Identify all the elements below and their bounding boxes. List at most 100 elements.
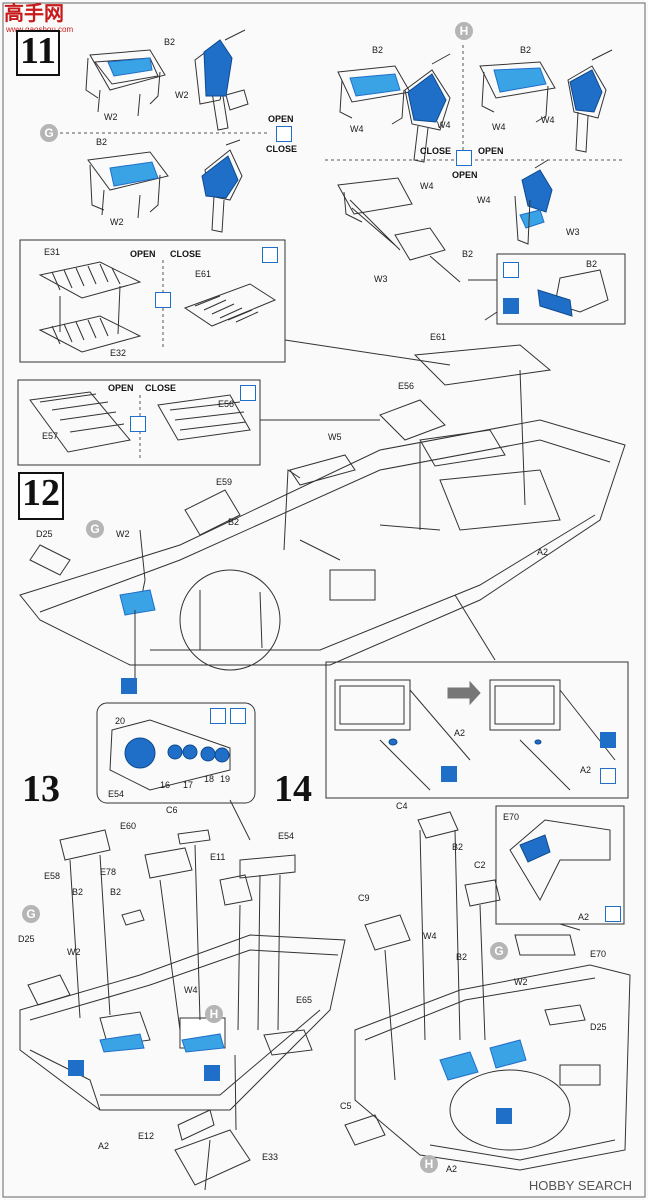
part-d25 [29, 544, 71, 576]
rails-e56 [157, 394, 251, 441]
open-close-icon [155, 292, 171, 308]
open-label: OPEN [478, 146, 504, 156]
hatch-w4-open-right [479, 61, 556, 123]
part-label-w5: W5 [328, 432, 342, 442]
part-label-a2: A2 [537, 547, 549, 557]
tracks-e61 [183, 283, 277, 327]
part-label-e78: E78 [100, 867, 117, 877]
step-number-14: 14 [274, 768, 312, 810]
tracks-e31 [38, 261, 142, 299]
part-label-d25: D25 [36, 529, 53, 539]
open-label: OPEN [452, 170, 478, 180]
hull-step14 [354, 964, 631, 1171]
hull-step12 [19, 419, 626, 671]
rails-e57 [29, 391, 131, 453]
close-label: CLOSE [170, 249, 202, 259]
open-close-icon [276, 126, 292, 142]
part-label-e59: E59 [216, 477, 233, 487]
part-label-a2: A2 [446, 1164, 458, 1174]
part-d25-13 [27, 974, 71, 1006]
site-logo-text: 高手网 [4, 3, 64, 25]
part-label-c5: C5 [340, 1101, 352, 1111]
part-label-d25: D25 [18, 934, 35, 944]
part-label-e31: E31 [44, 247, 61, 257]
part-label-w4: W4 [492, 122, 506, 132]
part-label-w3: W3 [566, 227, 580, 237]
part-label-e12: E12 [138, 1131, 155, 1141]
glue-icon [204, 1065, 220, 1081]
detail-number: 20 [115, 716, 126, 726]
part-e12 [177, 1109, 215, 1141]
part-label-w4: W4 [350, 124, 364, 134]
glue-icon [68, 1060, 84, 1076]
part-label-b2: B2 [228, 517, 240, 527]
part-c9 [364, 914, 411, 951]
part-label-w2: W2 [175, 90, 189, 100]
part-label-e61: E61 [195, 269, 212, 279]
part-label-c4: C4 [396, 801, 408, 811]
close-label: CLOSE [145, 383, 177, 393]
part-label-w2: W2 [514, 977, 528, 987]
paint-brush-icon [240, 385, 256, 401]
part-e11 [219, 874, 253, 906]
part-c4 [417, 811, 459, 839]
part-label-w2: W2 [116, 529, 130, 539]
clear-part-icon [600, 732, 616, 748]
open-label: OPEN [108, 383, 134, 393]
part-label-w4: W4 [437, 120, 451, 130]
part-label-b2: B2 [456, 952, 468, 962]
cement-icon [503, 298, 519, 314]
detail-number: 17 [183, 780, 194, 790]
paint-brush-icon [230, 708, 246, 724]
part-e54-dials [239, 854, 296, 879]
marker-g: G [22, 905, 40, 923]
part-e56-plate [379, 399, 446, 441]
open-close-icon [456, 150, 472, 166]
part-label-w2: W2 [67, 947, 81, 957]
part-c2 [464, 879, 501, 907]
part-label-e54: E54 [108, 789, 125, 799]
marker-g: G [490, 942, 508, 960]
hatch-w4-closed-left [337, 65, 411, 125]
hatch-w4-w3-assembly [337, 177, 461, 283]
part-label-w4: W4 [420, 181, 434, 191]
paint-brush-icon [503, 262, 519, 278]
close-label: CLOSE [420, 146, 452, 156]
detail-number: 19 [220, 774, 231, 784]
part-label-e61: E61 [430, 332, 447, 342]
part-label-e57: E57 [42, 431, 59, 441]
marker-h: H [205, 1005, 223, 1023]
part-label-w4: W4 [541, 115, 555, 125]
site-logo: 高手网 [4, 4, 64, 24]
part-e65 [263, 1029, 313, 1056]
part-label-e65: E65 [296, 995, 313, 1005]
hatch-w4-side-left [404, 53, 451, 163]
part-label-b2: B2 [96, 137, 108, 147]
part-label-w4: W4 [477, 195, 491, 205]
marker-g: G [40, 124, 58, 142]
part-label-e60: E60 [120, 821, 137, 831]
part-label-a2: A2 [98, 1141, 110, 1151]
marker-g: G [86, 520, 104, 538]
detail-number: 18 [204, 774, 215, 784]
part-e59 [184, 489, 241, 536]
part-label-a2: A2 [454, 728, 466, 738]
part-label-e11: E11 [210, 852, 226, 862]
part-e61-plate [413, 344, 552, 386]
part-c5 [344, 1114, 386, 1146]
part-label-d25: D25 [590, 1022, 607, 1032]
paint-brush-icon [262, 247, 278, 263]
part-label-a2: A2 [578, 912, 590, 922]
part-label-e70: E70 [503, 812, 520, 822]
glue-icon [121, 678, 137, 694]
hatch-w2-closed [87, 151, 169, 219]
site-url: www.gaoshou.com [6, 26, 73, 34]
part-label-w4: W4 [423, 931, 437, 941]
marker-h: H [420, 1155, 438, 1173]
part-label-c2: C2 [474, 860, 486, 870]
step-number-13: 13 [22, 768, 60, 810]
paint-brush-icon [605, 906, 621, 922]
part-e70 [514, 934, 576, 956]
